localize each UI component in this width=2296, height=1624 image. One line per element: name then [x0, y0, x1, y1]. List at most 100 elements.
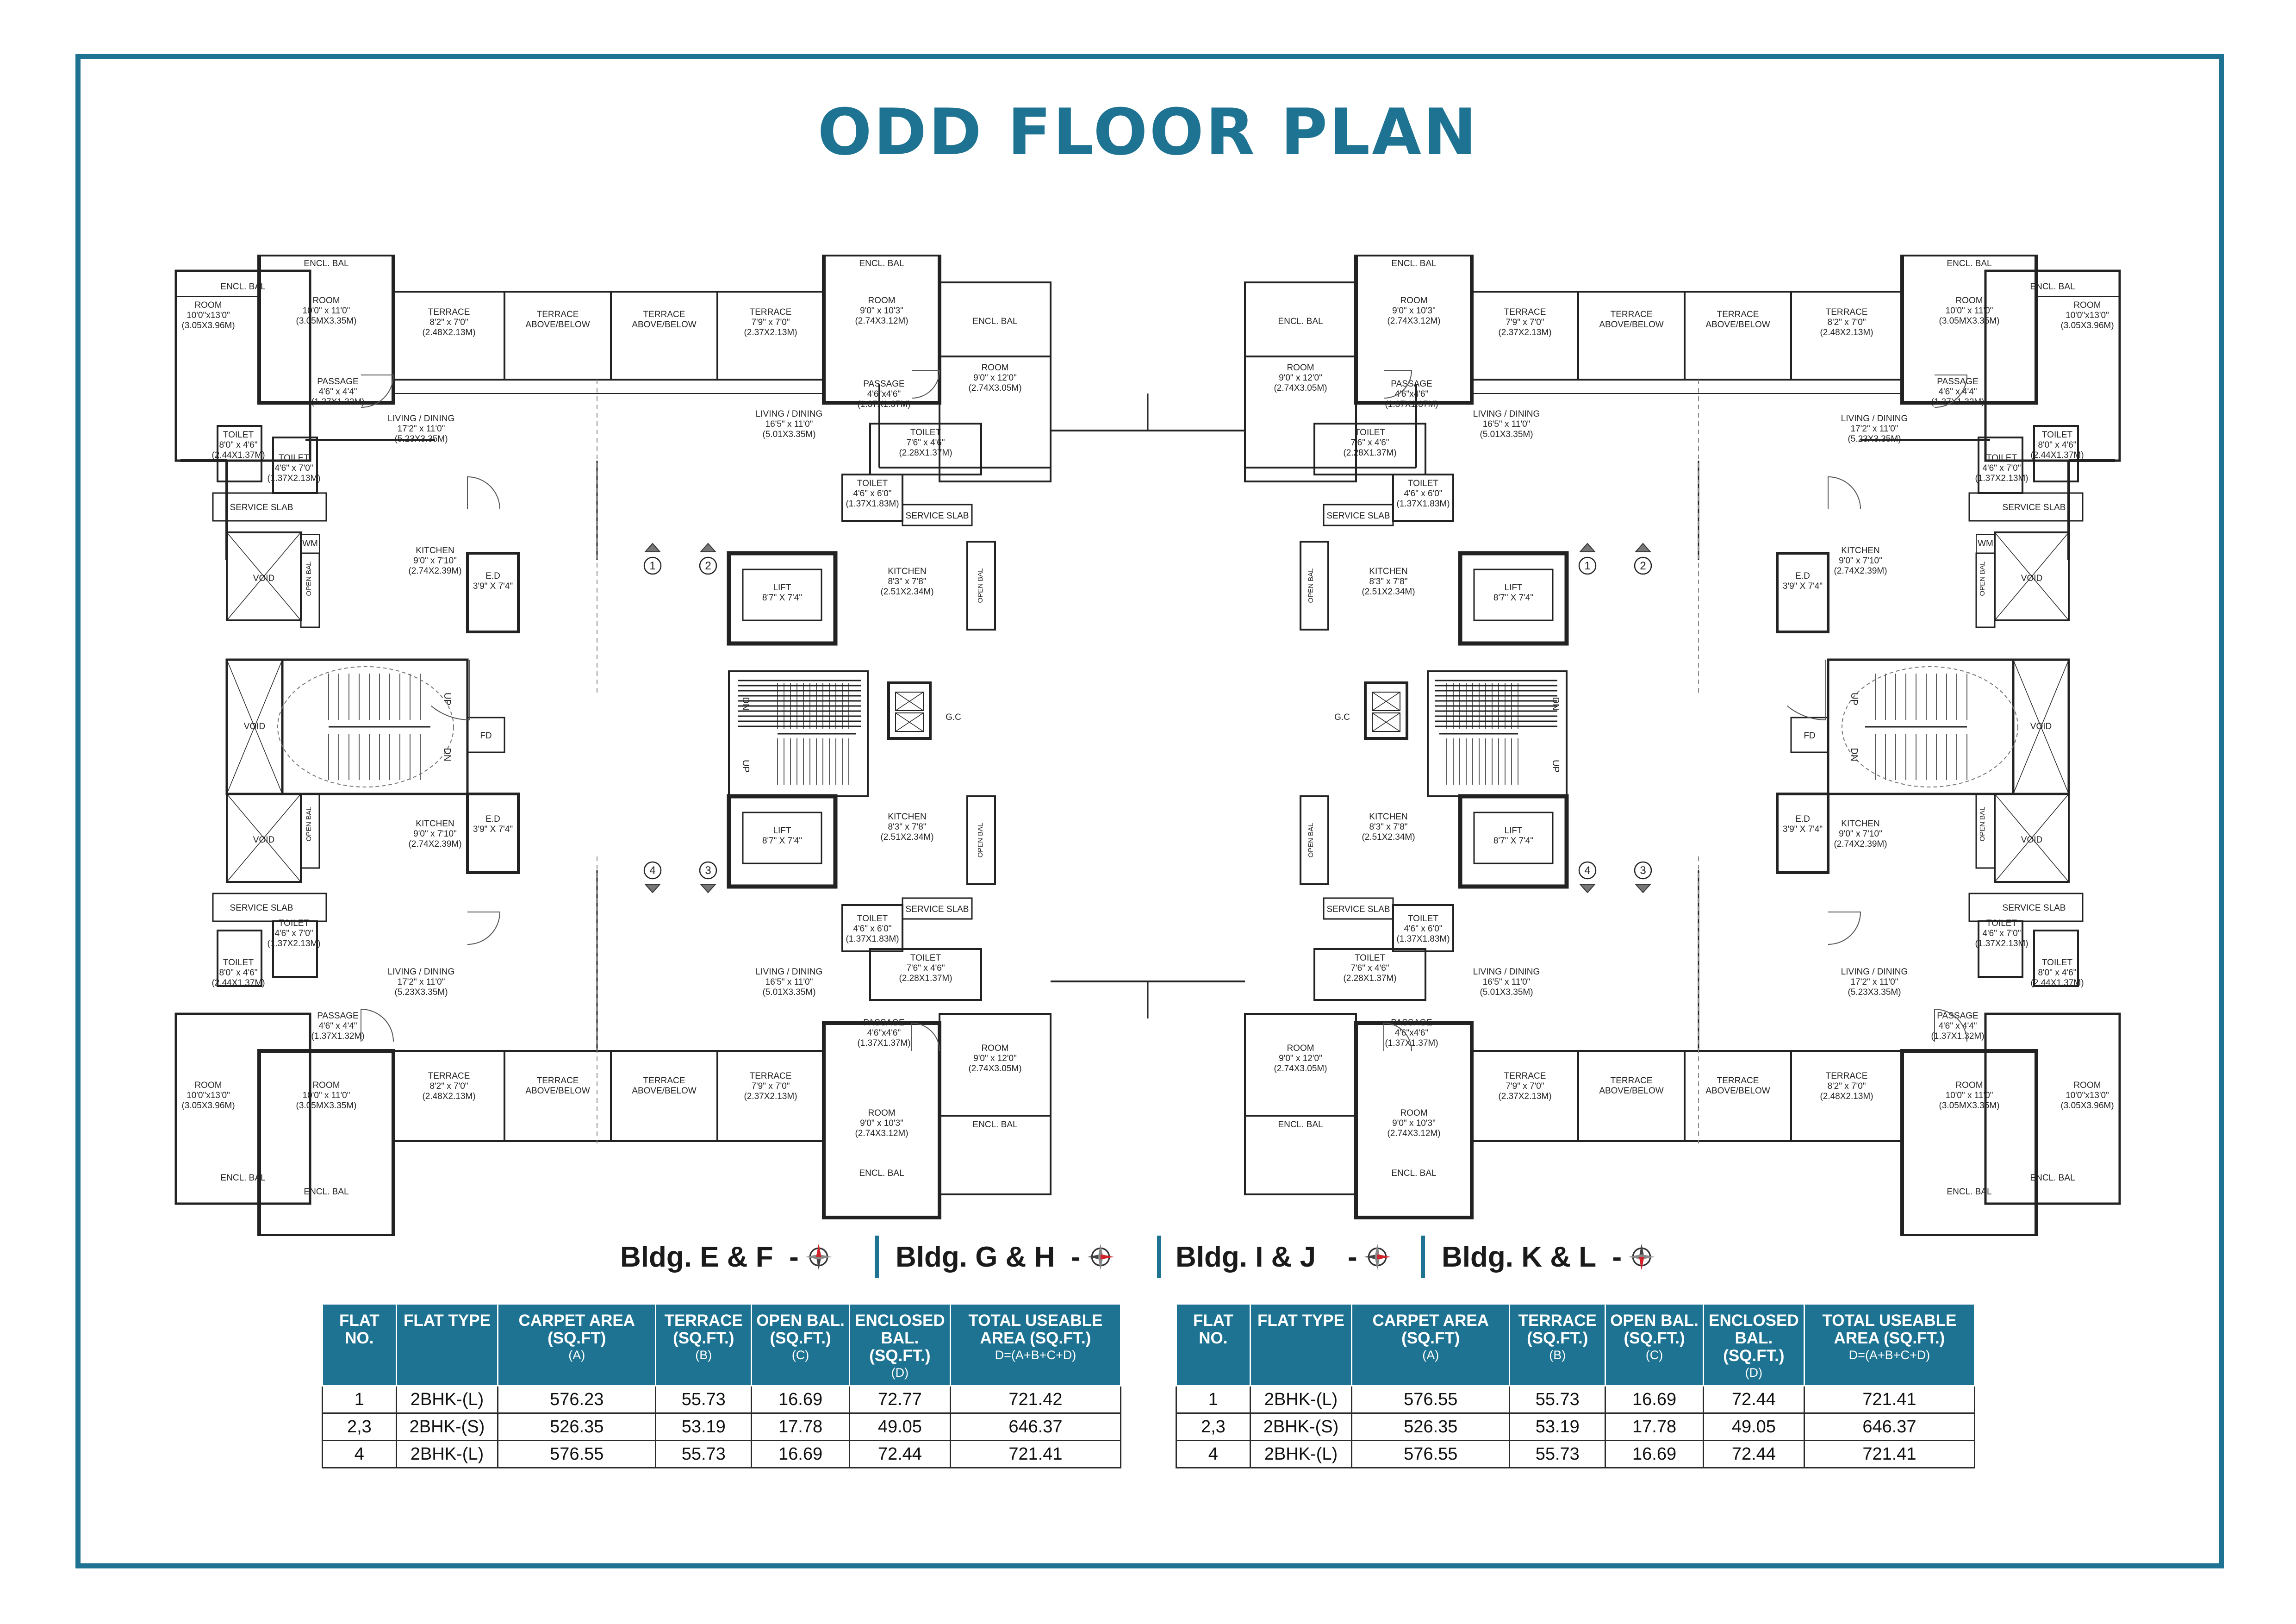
room-label: ENCL. BAL: [220, 1173, 265, 1183]
room-label: WM: [1978, 539, 1993, 549]
room-label: (2.74X2.39M): [1834, 839, 1887, 849]
room-label: (2.44X1.37M): [212, 978, 265, 988]
room-label: 16'5" x 11'0": [765, 977, 813, 987]
room-label: (1.37X1.37M): [1385, 400, 1438, 409]
room-label: 8'3" x 7'8": [1369, 822, 1407, 832]
open-balcony: [966, 541, 996, 631]
flat-arrow-icon: [1579, 543, 1596, 552]
cell: 721.41: [949, 1440, 1122, 1468]
room-label: G.C: [1334, 712, 1350, 722]
room-label: ENCL. BAL: [859, 259, 904, 269]
room-label: 3'9" X 7'4": [1783, 824, 1823, 834]
room-label: TOILET: [2042, 430, 2073, 440]
room-label: (5.01X3.35M): [1480, 430, 1533, 439]
room-label: 4'6"x4'6": [867, 1028, 901, 1038]
room-label: TERRACE: [1611, 1076, 1653, 1086]
room-label: ROOM: [1400, 296, 1427, 306]
flat-number-marker: [643, 556, 662, 575]
room-label: E.D: [1795, 571, 1810, 581]
cell: 2,3: [322, 1412, 397, 1441]
flat-number-marker: [1578, 556, 1597, 575]
cell: 2BHK-(S): [1249, 1412, 1353, 1441]
room-label: FD: [480, 731, 492, 741]
room-label: 8'0" x 4'6": [2038, 968, 2076, 978]
cell: 17.78: [1605, 1412, 1704, 1441]
room-label: SERVICE SLAB: [1327, 511, 1390, 521]
room: [1244, 356, 1357, 482]
room-label: 7'6" x 4'6": [1350, 438, 1389, 448]
door-swing: [1934, 375, 1968, 408]
room-label: TERRACE: [1504, 1071, 1546, 1081]
cell: 16.69: [751, 1440, 850, 1468]
room-label: KITCHEN: [888, 812, 926, 822]
fire-duct: [467, 717, 505, 753]
room-label: ABOVE/BELOW: [632, 320, 696, 330]
door-swing: [361, 375, 394, 408]
room-label: 8'2" x 7'0": [429, 1081, 468, 1091]
room-label: (1.37X2.13M): [267, 474, 320, 483]
flat-number-marker: [1634, 861, 1652, 880]
cell: 16.69: [1605, 1385, 1704, 1414]
room-label: ABOVE/BELOW: [1705, 1086, 1770, 1096]
room-label: 9'0" x 7'10": [1839, 829, 1882, 839]
legend-dash: -: [1348, 1241, 1357, 1273]
area-table-right: FLAT NO. FLAT TYPE CARPET AREA (SQ.FT)(A…: [1176, 1303, 1976, 1468]
door-swing: [1383, 1022, 1412, 1051]
cell: 72.77: [848, 1385, 951, 1414]
room-label: 16'5" x 11'0": [765, 419, 813, 429]
room-label: 7'6" x 4'6": [906, 438, 945, 448]
door-swing: [1383, 370, 1412, 399]
room-label: (1.37X1.32M): [1931, 1031, 1984, 1041]
room-label: E.D: [1795, 814, 1810, 824]
room-label: SERVICE SLAB: [1327, 905, 1390, 914]
room-label: 8'7" X 7'4": [762, 593, 802, 603]
legend-separator: [1421, 1236, 1425, 1278]
compass-icon: [1628, 1243, 1655, 1270]
terrace-above-below: [1684, 1050, 1792, 1142]
room-label: ROOM: [1287, 363, 1314, 373]
cell: 526.35: [497, 1412, 657, 1441]
cell: 17.78: [751, 1412, 850, 1441]
room-label: ABOVE/BELOW: [1705, 320, 1770, 330]
room-label: TOILET: [2042, 958, 2073, 968]
room-label: (2.44X1.37M): [2030, 450, 2084, 460]
stair-up-label: UP: [1849, 693, 1859, 706]
stair-up-label: UP: [442, 693, 452, 706]
flat-number-marker: [699, 861, 717, 880]
toilet: [869, 948, 982, 1001]
cell: 576.55: [497, 1440, 657, 1468]
room-label: TERRACE: [643, 1076, 685, 1086]
room-label: (3.05X3.96M): [181, 1101, 235, 1111]
room-label: ENCL. BAL: [1947, 259, 1991, 269]
door-swing: [911, 1022, 940, 1051]
room-label: 8'3" x 7'8": [1369, 577, 1407, 587]
room-label: ROOM: [194, 300, 222, 310]
toilet: [1392, 904, 1454, 952]
legend-item-gh: Bldg. G & H -: [896, 1229, 1116, 1285]
header-cell: FLAT TYPE: [395, 1303, 499, 1387]
wall-line: [1994, 793, 2069, 882]
legend-label: Bldg. G & H: [896, 1241, 1055, 1273]
room-label: 17'2" x 11'0": [398, 424, 445, 434]
wall-line: [226, 532, 301, 621]
room-label: 8'2" x 7'0": [429, 318, 468, 327]
compass-icon: [805, 1243, 832, 1270]
room-label: (5.01X3.35M): [762, 430, 815, 439]
legend-dash: -: [1070, 1241, 1081, 1273]
cell: 576.23: [497, 1385, 657, 1414]
wall-line: [1994, 532, 2069, 621]
room-label: ROOM: [981, 363, 1008, 373]
room-label: ENCL. BAL: [859, 1168, 904, 1178]
room-label: TERRACE: [428, 1071, 470, 1081]
cell: 2BHK-(L): [1249, 1440, 1353, 1468]
room-label: WM: [302, 539, 318, 549]
open-bal-label: OPEN BAL: [977, 568, 984, 603]
room-label: LIVING / DINING: [388, 967, 455, 977]
compass-icon: [1087, 1243, 1114, 1270]
cell: 49.05: [848, 1412, 951, 1441]
room-label: TOILET: [910, 953, 941, 963]
room-label: (2.51X2.34M): [1362, 832, 1415, 842]
room-label: 16'5" x 11'0": [1483, 419, 1531, 429]
cell: 526.35: [1351, 1412, 1511, 1441]
